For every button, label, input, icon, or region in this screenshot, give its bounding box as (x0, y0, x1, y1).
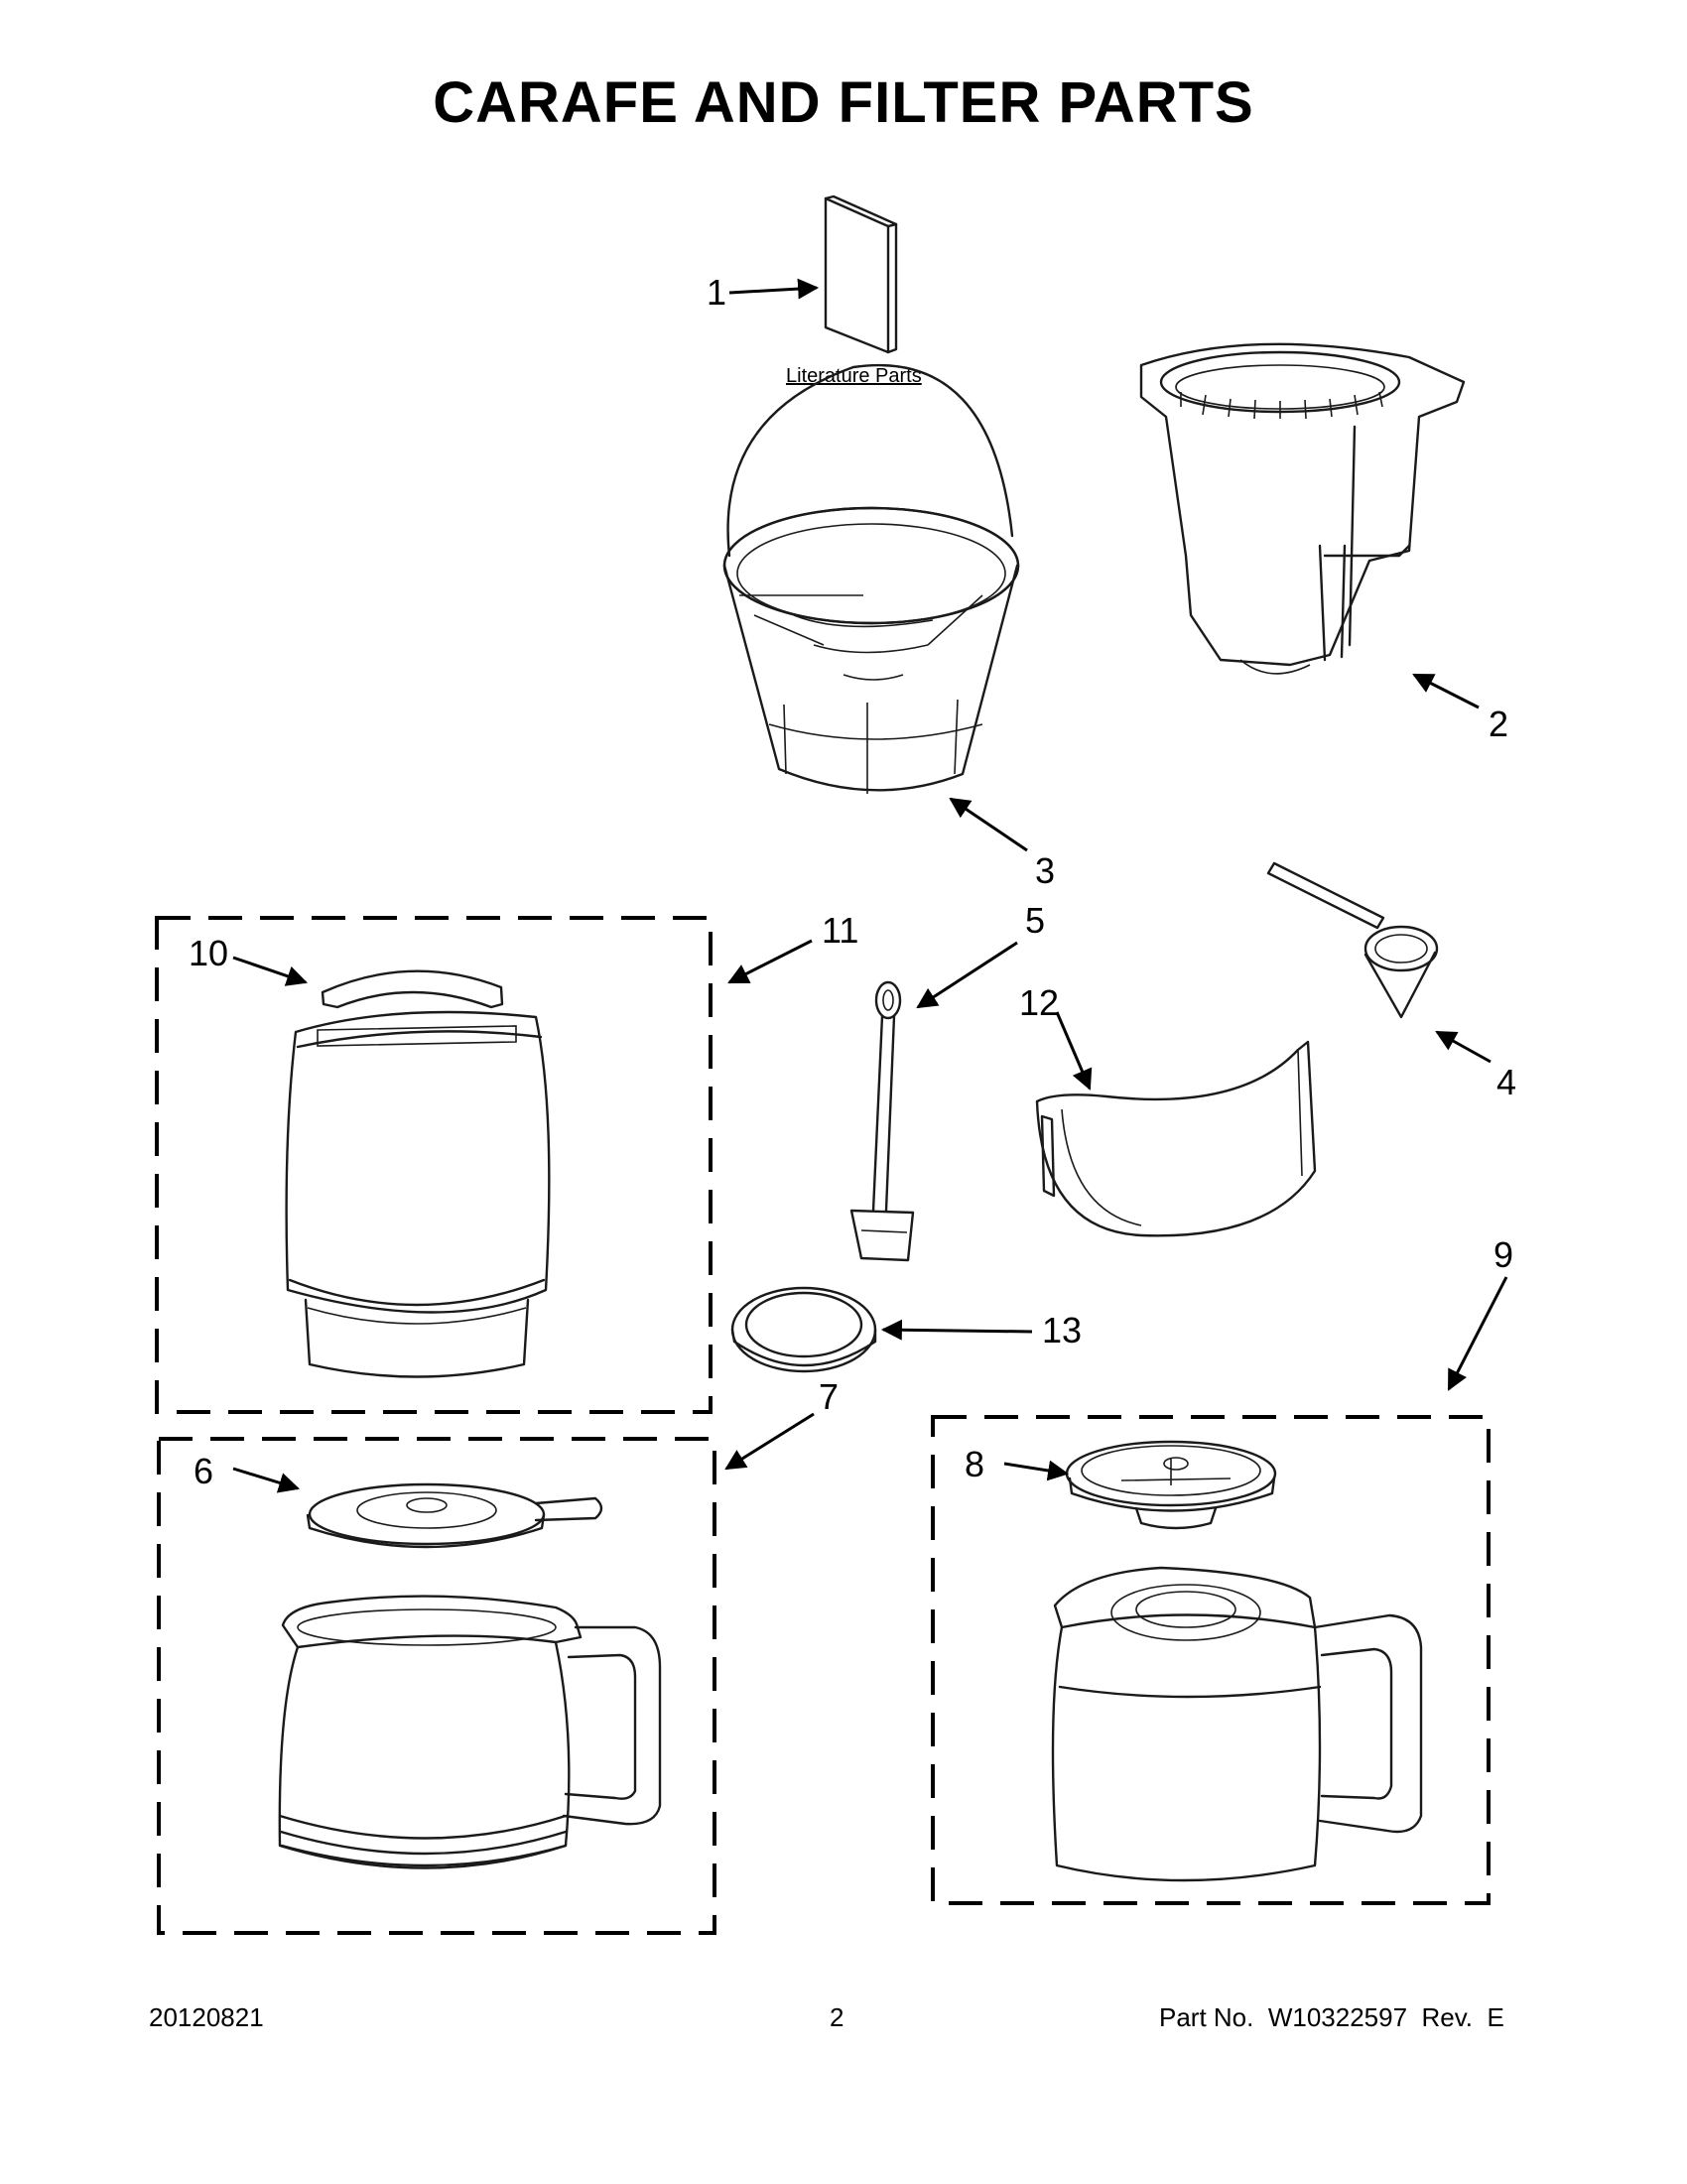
gasket-ring (730, 1286, 877, 1373)
callout-4: 4 (1496, 1062, 1516, 1102)
permanent-filter (722, 363, 1020, 794)
callout-5: 5 (1025, 900, 1045, 941)
footer-date: 20120821 (149, 2002, 264, 2032)
callout-8: 8 (965, 1444, 984, 1484)
callout-12: 12 (1019, 982, 1059, 1023)
footer-page-number: 2 (830, 2002, 844, 2032)
box-11-assembly (155, 916, 713, 1414)
callout-10: 10 (189, 933, 228, 973)
page-title: CARAFE AND FILTER PARTS (433, 70, 1254, 135)
callout-7: 7 (819, 1376, 839, 1417)
callout-2: 2 (1489, 704, 1508, 744)
callout-1: 1 (707, 272, 726, 313)
measuring-scoop (1266, 861, 1439, 1019)
callout-labels: 1 2 3 4 5 6 7 8 9 10 11 12 13 (189, 272, 1516, 1491)
callout-13: 13 (1042, 1310, 1082, 1350)
carafe-shroud (1035, 1040, 1317, 1237)
brew-basket (1139, 342, 1466, 675)
stir-stick (849, 980, 915, 1262)
callout-6: 6 (194, 1451, 213, 1491)
callout-11: 11 (822, 910, 858, 951)
literature-booklet: Literature Parts (786, 194, 922, 387)
callout-3: 3 (1035, 850, 1055, 891)
footer-part-number: Part No. W10322597 Rev. E (1159, 2002, 1504, 2032)
box-9-assembly (931, 1415, 1491, 1905)
literature-parts-label: Literature Parts (786, 365, 922, 387)
callout-9: 9 (1493, 1234, 1513, 1275)
callout-arrows (232, 278, 1508, 1493)
box-7-assembly (157, 1437, 716, 1935)
